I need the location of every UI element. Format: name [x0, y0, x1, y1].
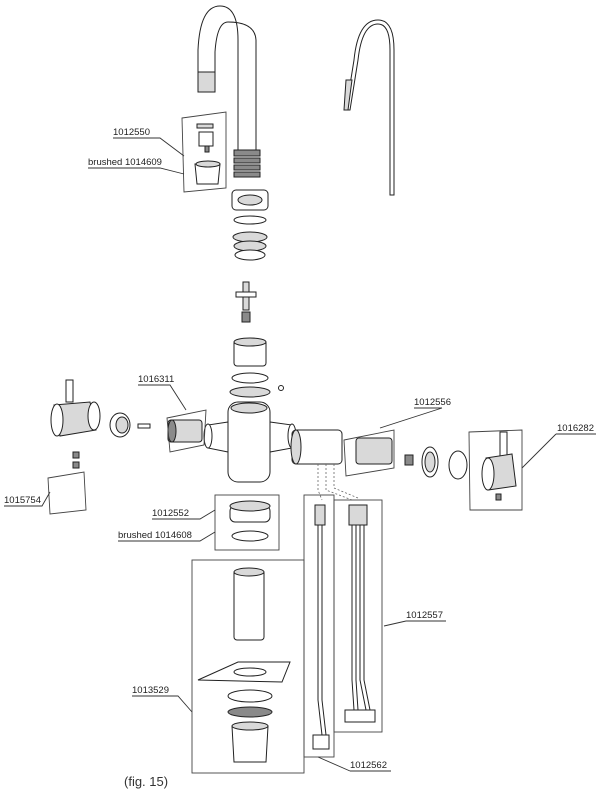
label-1015754: 1015754 [4, 495, 41, 506]
faucet-body [203, 401, 297, 483]
base-ring-parts [229, 500, 271, 542]
figure-caption: (fig. 15) [124, 774, 168, 789]
leader-lines [4, 137, 596, 772]
label-1012562: 1012562 [350, 760, 387, 771]
flexible-hoses [312, 504, 376, 750]
upper-sleeve [229, 337, 284, 398]
label-1012556: 1012556 [414, 397, 451, 408]
label-1016282: 1016282 [557, 423, 594, 434]
callout-boxes [47, 111, 523, 774]
label-1012552: 1012552 [152, 508, 189, 519]
label-1012557: 1012557 [406, 610, 443, 621]
hose-routing-lines [317, 464, 359, 501]
alternate-spout [343, 19, 395, 196]
label-brushed-1014608: brushed 1014608 [118, 530, 192, 541]
label-brushed-1014609: brushed 1014609 [88, 157, 162, 168]
gooseneck-spout [197, 5, 261, 178]
label-1012550: 1012550 [113, 127, 150, 138]
spray-insert-parts [194, 123, 221, 185]
mounting-kit-parts [197, 567, 291, 763]
label-1016311: 1016311 [138, 374, 174, 385]
right-cartridge-assembly [290, 429, 517, 501]
left-handle-assembly [50, 379, 203, 469]
center-valve-pin [235, 281, 257, 323]
label-1013529: 1013529 [132, 685, 169, 696]
callout-labels: 1012550 brushed 1014609 1016311 1015754 … [4, 127, 594, 789]
spout-coupling-stack [231, 189, 269, 261]
